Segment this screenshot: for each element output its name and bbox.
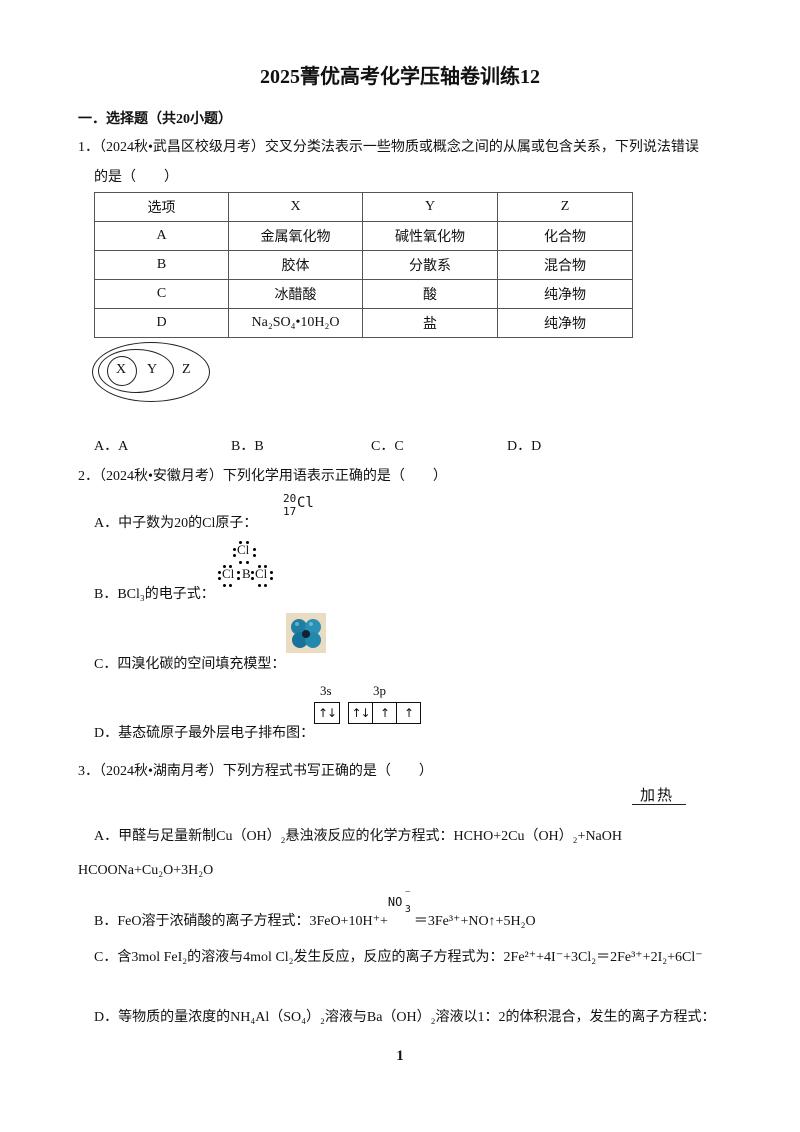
- space-filling-model-image: [286, 613, 326, 653]
- table-cell: 冰醋酸: [228, 279, 363, 309]
- table-cell: 化合物: [497, 221, 633, 251]
- ellipse-y: [98, 349, 174, 393]
- table-cell: 碱性氧化物: [362, 221, 498, 251]
- nitrate-ion: NO− 3: [388, 887, 414, 925]
- page-number: 1: [396, 1048, 404, 1064]
- table-row: D Na₂SO₄•10H₂O 盐 纯净物: [94, 308, 633, 338]
- q3-b-text: B．FeO溶于浓硝酸的离子方程式：3FeO+10H⁺+: [94, 914, 388, 929]
- q1-choice-a: A．A: [94, 439, 129, 454]
- q2-option-b: B．BCl₃的电子式：: [94, 587, 215, 602]
- atom-cl-top: Cl: [237, 542, 250, 557]
- table-cell: D: [94, 308, 229, 338]
- atom-b: B: [242, 566, 251, 581]
- label-x: X: [116, 362, 127, 377]
- condition-arrow: [632, 804, 686, 805]
- q3-b-rest: ＝3Fe³⁺+NO↑+5H₂O: [413, 914, 536, 929]
- table-cell: B: [94, 250, 229, 280]
- orbital-label-3p: 3p: [373, 683, 386, 698]
- table-header-cell: 选项: [94, 192, 229, 222]
- table-header-row: 选项 X Y Z: [94, 192, 633, 222]
- q1-choice-d: D．D: [507, 439, 542, 454]
- table-cell: A: [94, 221, 229, 251]
- table-cell: 分散系: [362, 250, 498, 280]
- q1-choice-c: C．C: [371, 439, 404, 454]
- table-cell: 胶体: [228, 250, 363, 280]
- table-cell: 酸: [362, 279, 498, 309]
- nitrate-charge: −: [404, 887, 411, 898]
- table-row: C 冰醋酸 酸 纯净物: [94, 279, 633, 309]
- q2-nuclide-mass: 20: [283, 492, 297, 505]
- table-cell: 盐: [362, 308, 498, 338]
- nitrate-subscript: 3: [404, 904, 411, 915]
- orbital-3p: ↑↓ ↑ ↑: [348, 702, 421, 724]
- orbital-box: ↑↓: [349, 703, 373, 723]
- q1-choice-b: B．B: [231, 439, 264, 454]
- table-cell: 混合物: [497, 250, 633, 280]
- q2-nuclide-atomic: 17: [283, 505, 297, 518]
- table-header-cell: Z: [497, 192, 633, 222]
- nitrate-symbol: NO: [387, 895, 403, 909]
- table-row: B 胶体 分散系 混合物: [94, 250, 633, 280]
- q3-option-a-line2: HCOONa+Cu₂O+3H₂O: [78, 863, 214, 878]
- q2-option-a: A．中子数为20的Cl原子：: [94, 516, 258, 531]
- q1-options-table: 选项 X Y Z A 金属氧化物 碱性氧化物 化合物 B 胶体 分散系 混合物 …: [94, 192, 633, 338]
- q3-stem: 3．（2024秋•湖南月考）下列方程式书写正确的是（ ）: [78, 764, 433, 779]
- label-y: Y: [147, 362, 158, 377]
- atom-cl-left: Cl: [222, 566, 235, 581]
- orbital-box: ↑: [397, 703, 421, 723]
- ellipse-z: [92, 342, 210, 402]
- q3-option-a-line1: A．甲醛与足量新制Cu（OH）₂悬浊液反应的化学方程式：HCHO+2Cu（OH）…: [94, 829, 622, 844]
- q3-option-d: D．等物质的量浓度的NH₄Al（SO₄）₂溶液与Ba（OH）₂溶液以1：2的体积…: [94, 1010, 716, 1025]
- table-header-cell: Y: [362, 192, 498, 222]
- section-heading: 一．选择题（共20小题）: [78, 112, 232, 127]
- table-cell: 金属氧化物: [228, 221, 363, 251]
- table-cell: 纯净物: [497, 279, 633, 309]
- reaction-condition: 加热: [640, 786, 675, 804]
- q1-stem-line1: 1．（2024秋•武昌区校级月考）交叉分类法表示一些物质或概念之间的从属或包含关…: [78, 140, 699, 155]
- table-cell: Na₂SO₄•10H₂O: [228, 308, 363, 338]
- table-cell: C: [94, 279, 229, 309]
- orbital-box: ↑: [373, 703, 397, 723]
- circle-x: [107, 356, 137, 386]
- q3-option-b: B．FeO溶于浓硝酸的离子方程式：3FeO+10H⁺+ NO− 3＝3Fe³⁺+NO…: [94, 887, 536, 930]
- q1-stem-line2: 的是（ ）: [94, 170, 178, 185]
- table-header-cell: X: [228, 192, 363, 222]
- atom-cl-right: Cl: [255, 566, 268, 581]
- orbital-label-3s: 3s: [320, 683, 332, 698]
- label-z: Z: [182, 362, 191, 377]
- cbr4-model-icon: [291, 619, 321, 648]
- q2-option-c: C．四溴化碳的空间填充模型：: [94, 657, 286, 672]
- page-title: 2025菁优高考化学压轴卷训练12: [260, 66, 540, 88]
- q2-stem: 2．（2024秋•安徽月考）下列化学用语表示正确的是（ ）: [78, 469, 447, 484]
- orbital-3s: ↑↓: [314, 702, 340, 724]
- table-row: A 金属氧化物 碱性氧化物 化合物: [94, 221, 633, 251]
- table-cell: 纯净物: [497, 308, 633, 338]
- orbital-box: ↑↓: [315, 703, 340, 723]
- q3-option-c: C．含3mol FeI₂的溶液与4mol Cl₂发生反应，反应的离子方程式为：2…: [94, 950, 703, 965]
- q2-option-d: D．基态硫原子最外层电子排布图：: [94, 726, 315, 741]
- q2-nuclide-symbol: Cl: [297, 495, 314, 511]
